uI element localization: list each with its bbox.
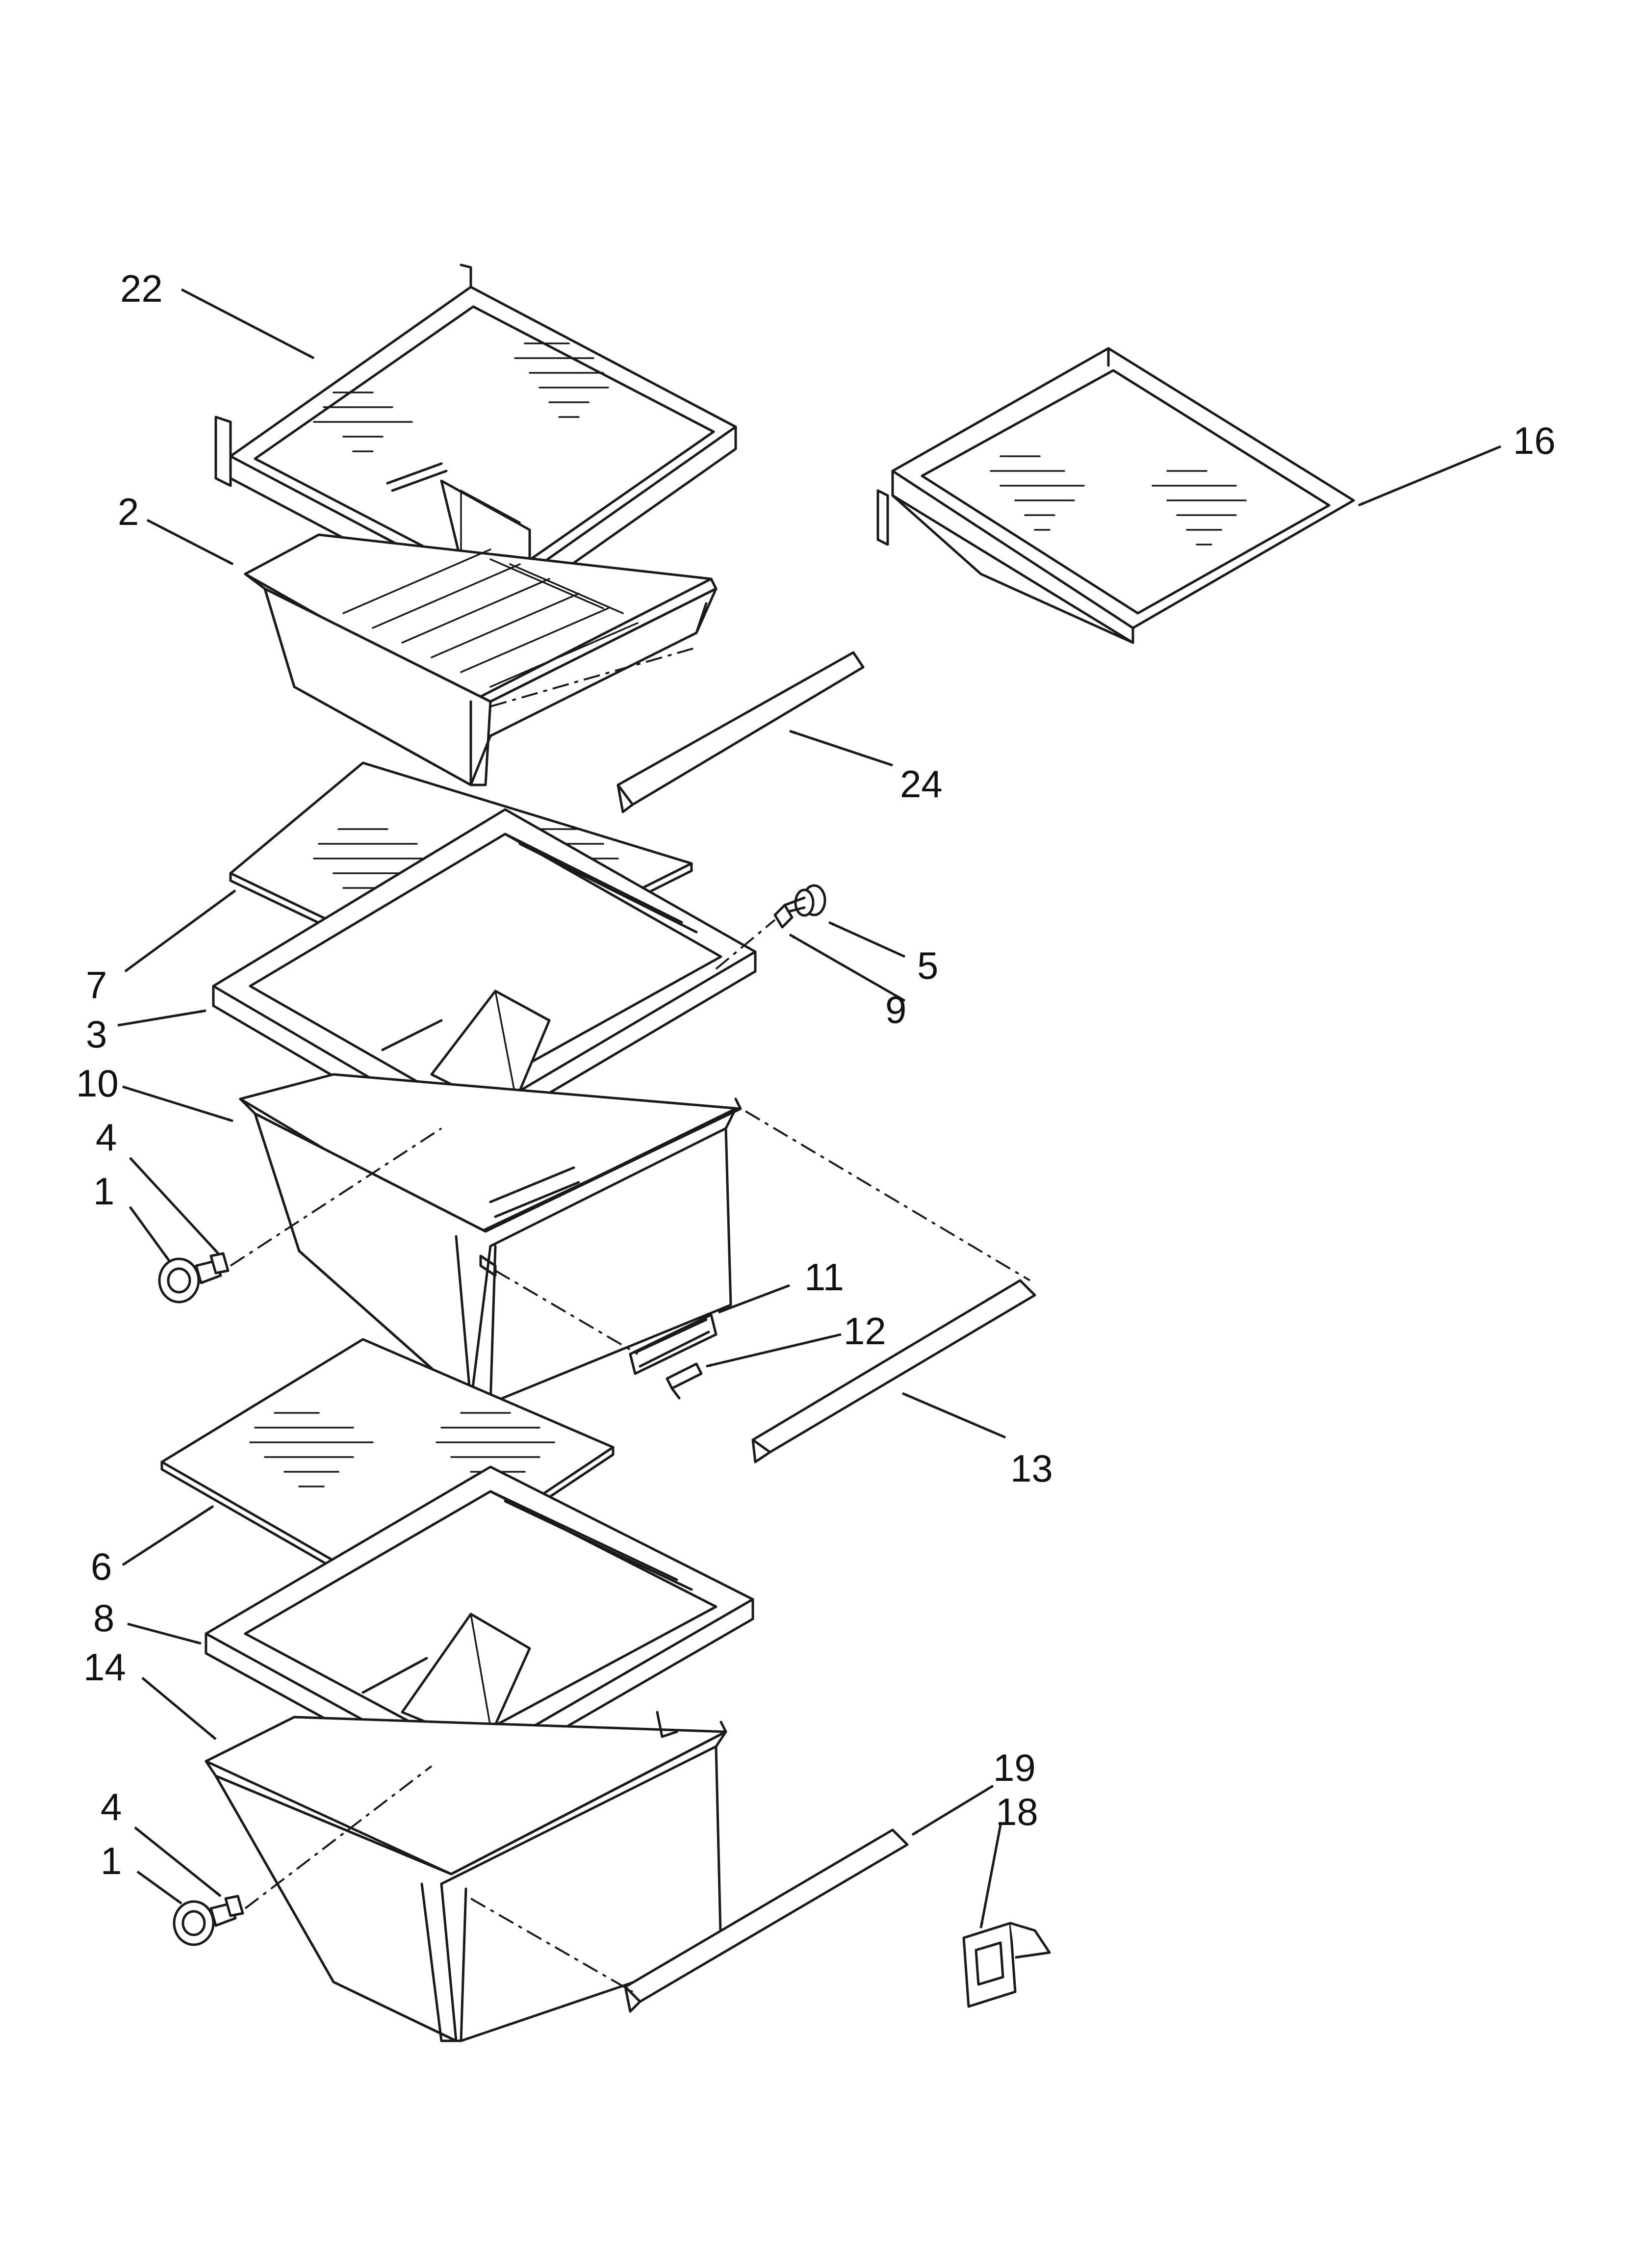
part-11-bracket [629, 1313, 718, 1375]
part-19-trim-rail [470, 1828, 909, 2013]
part-16-glass-shelf [876, 347, 1355, 644]
callout-18: 18 [996, 1790, 1038, 1833]
part-13-trim-rail [744, 1110, 1036, 1463]
callout-16: 16 [1513, 419, 1556, 462]
callout-5: 5 [917, 944, 938, 987]
callout-14: 14 [83, 1645, 126, 1689]
part-14-crisper-drawer [205, 1711, 727, 2042]
callout-3: 3 [86, 1013, 107, 1056]
callout-1-upper: 1 [93, 1170, 114, 1213]
callout-4-lower: 4 [101, 1785, 122, 1828]
callout-12: 12 [844, 1309, 886, 1353]
part-9-screw [773, 904, 794, 929]
callout-19: 19 [993, 1746, 1036, 1789]
callout-13: 13 [1010, 1447, 1053, 1490]
part-1-4-roller-upper [158, 1252, 230, 1303]
callout-7: 7 [86, 964, 107, 1007]
part-18-clip [962, 1922, 1051, 2008]
part-12-clip [666, 1362, 703, 1400]
callout-8: 8 [93, 1596, 114, 1640]
callout-9: 9 [885, 988, 906, 1031]
callout-6: 6 [91, 1545, 112, 1588]
callout-24: 24 [900, 762, 943, 806]
callout-10: 10 [76, 1062, 119, 1105]
callout-11: 11 [804, 1255, 844, 1299]
part-24-trim-rail [490, 647, 865, 813]
part-5-roller [783, 884, 826, 917]
leader-lines [117, 288, 1501, 1929]
callout-1-lower: 1 [101, 1839, 122, 1882]
callout-labels: 22 2 16 24 7 3 5 9 10 4 1 11 12 13 6 8 1… [76, 267, 1556, 1882]
callout-4-upper: 4 [96, 1116, 117, 1159]
part-8-crisper-frame [205, 1465, 754, 1792]
part-1-4-roller-lower [173, 1895, 244, 1946]
part-2-crisper-pan [244, 533, 718, 786]
callout-2: 2 [118, 490, 139, 533]
callout-22: 22 [120, 267, 163, 310]
